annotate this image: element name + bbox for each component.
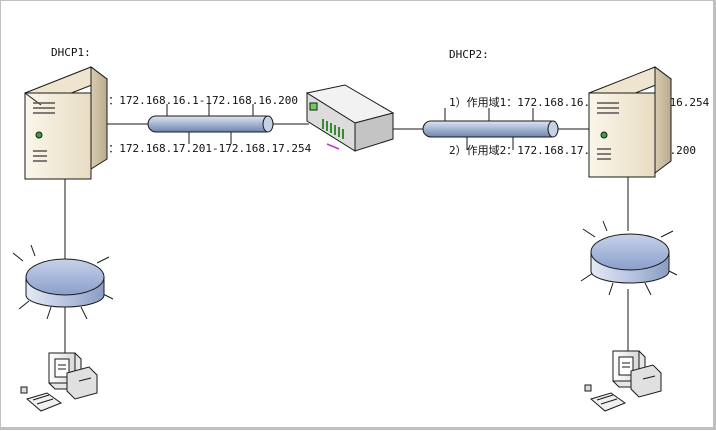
server-icon	[23, 66, 109, 180]
ethernet-bus-icon	[147, 104, 274, 144]
workstation-icon	[20, 352, 98, 412]
dhcp2-title: DHCP2:	[449, 48, 489, 61]
hub-icon	[580, 220, 678, 296]
dhcp1-title: DHCP1:	[51, 46, 91, 59]
hub-icon	[12, 244, 114, 320]
dhcp1-scope2: 2）作用域2：172.168.17.201-172.168.17.254	[51, 142, 312, 155]
connection-lines	[64, 123, 629, 353]
switch-icon	[305, 84, 395, 152]
ethernet-bus-icon	[422, 108, 559, 150]
server-icon	[587, 66, 673, 178]
dhcp1-label-group: DHCP1: 1）作用域1：172.168.16.1-172.168.16.20…	[51, 13, 311, 189]
dhcp1-scope1: 1）作用域1：172.168.16.1-172.168.16.200	[51, 94, 299, 107]
workstation-icon	[584, 350, 662, 412]
